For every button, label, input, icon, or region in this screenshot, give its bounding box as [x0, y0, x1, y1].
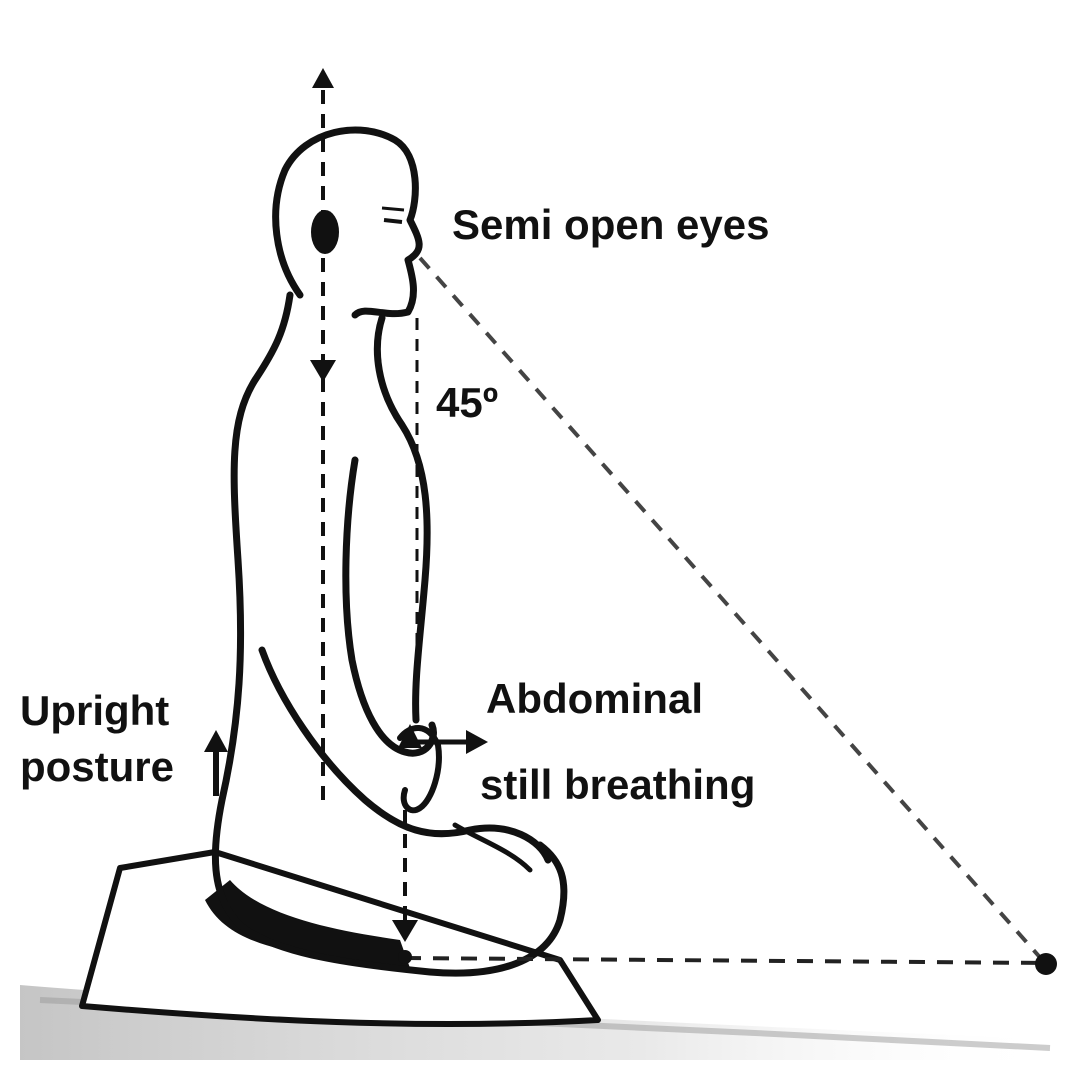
abdominal-arrow-head [466, 730, 488, 754]
semi-open-eyes-label: Semi open eyes [452, 201, 770, 248]
posture-label: posture [20, 743, 175, 790]
abdominal-label: Abdominal [486, 675, 703, 722]
lap-fold [452, 822, 533, 873]
arm-outline [342, 456, 437, 757]
abdomen-point [398, 724, 422, 748]
hands-outline [397, 725, 442, 814]
upright-arrow-head [204, 730, 228, 752]
spine-arrow-up [312, 68, 334, 88]
angle-label: 45º [436, 379, 499, 426]
lap-point [398, 950, 412, 964]
gaze-target-point [1035, 953, 1057, 975]
body-back-outline [211, 291, 568, 977]
chest-front-outline [373, 314, 431, 724]
ear [311, 210, 339, 254]
upright-label: Upright [20, 687, 170, 734]
floor-sight-line [404, 956, 1046, 965]
eye [383, 218, 403, 224]
spine-arrow-down [310, 360, 336, 382]
eyebrow [381, 206, 405, 212]
lap-outline [258, 646, 552, 864]
still-breathing-label: still breathing [480, 761, 756, 808]
seat-shadow [205, 880, 410, 968]
abdomen-arrow-down [392, 920, 418, 942]
head-outline [272, 126, 423, 319]
gaze-line [418, 256, 1047, 965]
